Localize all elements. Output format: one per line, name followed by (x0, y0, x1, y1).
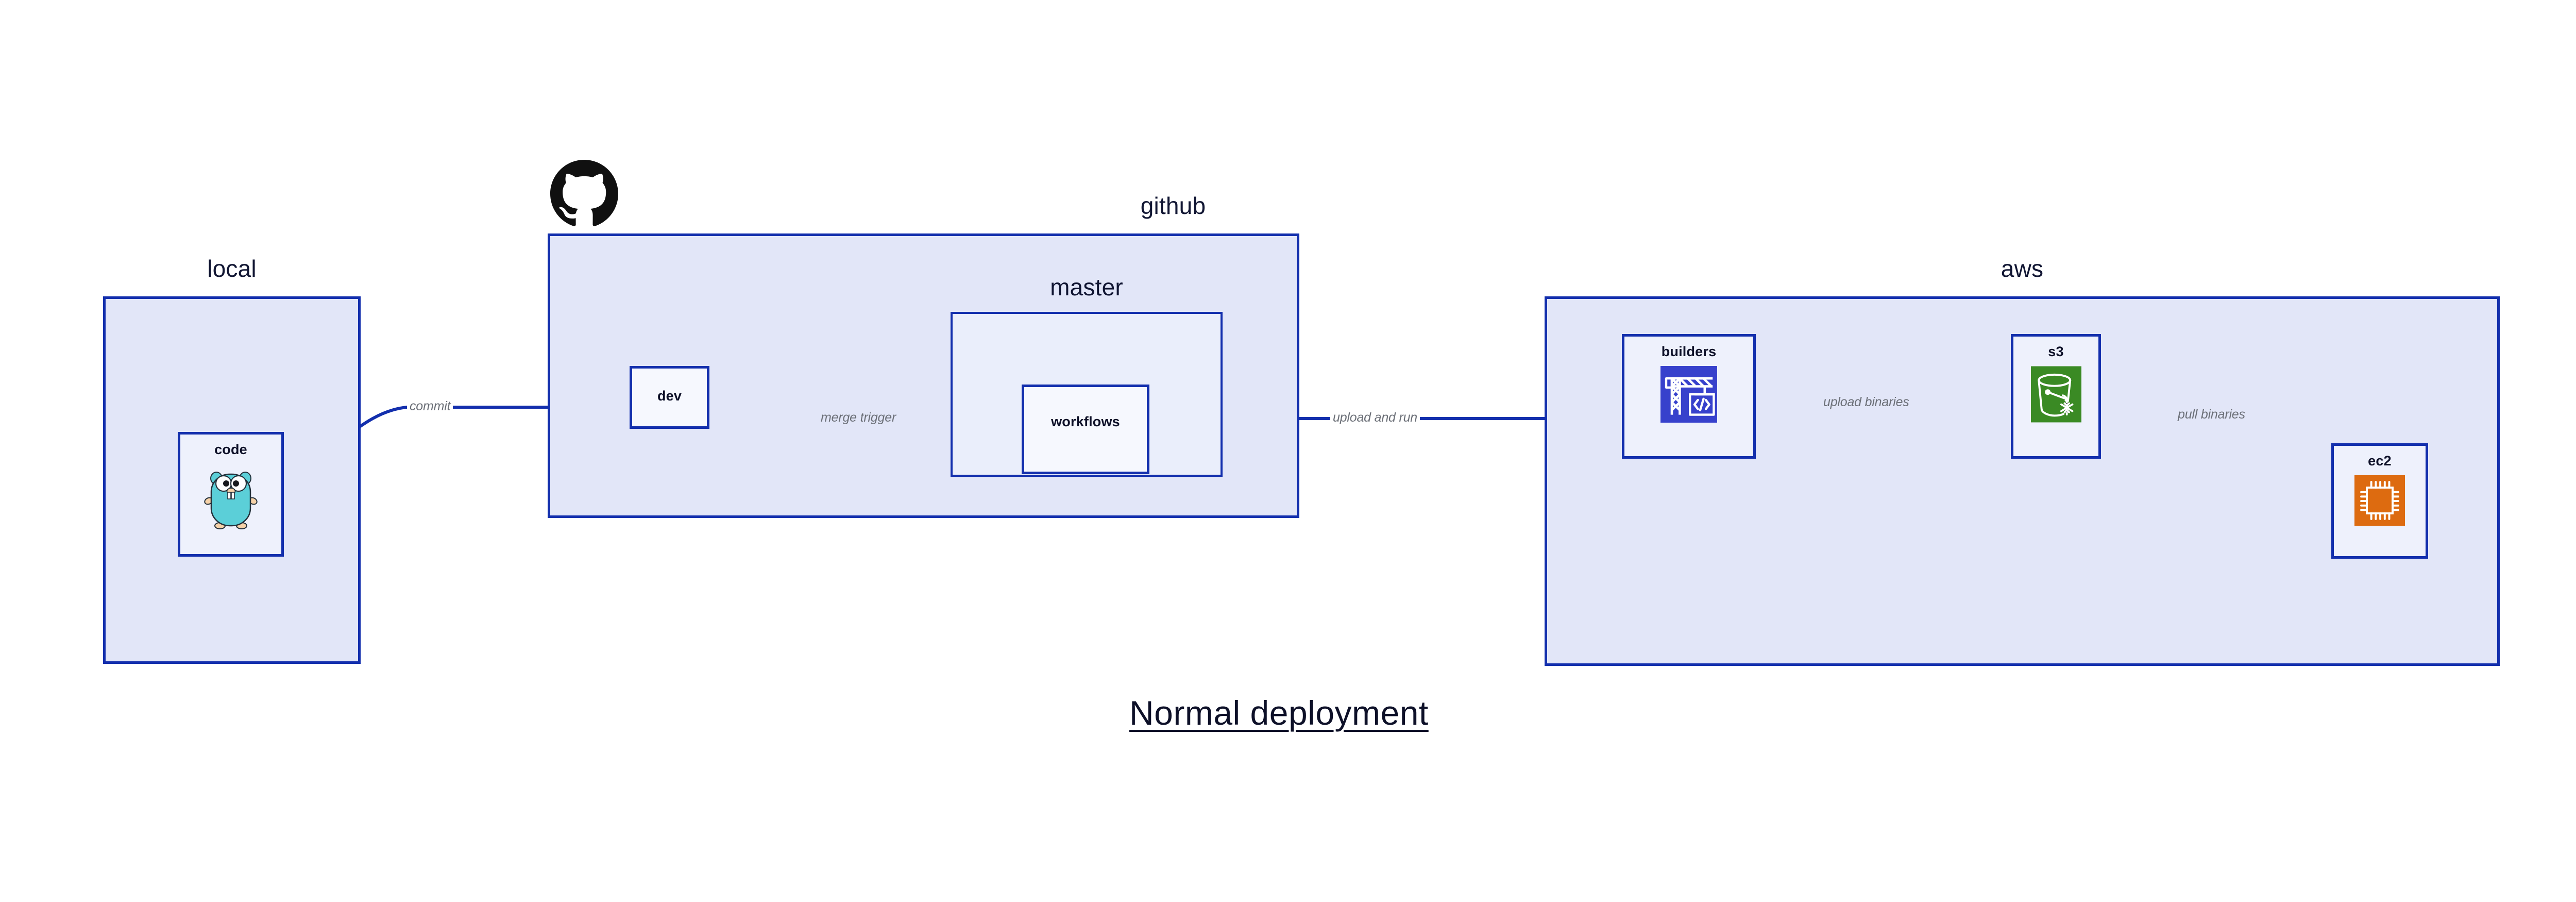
aws-ec2-chip-icon (2354, 475, 2405, 528)
aws-codebuild-crane-icon (1660, 366, 1717, 425)
github-octocat-icon (550, 160, 618, 230)
node-label-builders: builders (1661, 344, 1717, 359)
edge-label-upload-binaries: upload binaries (1821, 395, 1912, 410)
node-dev[interactable]: dev (630, 366, 709, 429)
node-label-s3: s3 (2048, 344, 2064, 359)
node-ec2[interactable]: ec2 (2331, 443, 2428, 559)
page-title: Normal deployment (1129, 694, 1429, 732)
edge-label-upload-and-run: upload and run (1330, 410, 1420, 425)
edge-label-pull-binaries: pull binaries (2175, 407, 2248, 422)
node-label-code: code (214, 442, 247, 457)
node-label-ec2: ec2 (2368, 453, 2392, 469)
group-label-local: local (207, 255, 257, 282)
node-code[interactable]: code (178, 432, 284, 557)
group-label-github: github (1140, 192, 1206, 219)
aws-s3-bucket-icon (2030, 366, 2081, 425)
edge-label-merge-trigger: merge trigger (818, 410, 899, 425)
node-s3[interactable]: s3 (2011, 334, 2101, 459)
node-builders[interactable]: builders (1622, 334, 1756, 459)
node-label-workflows: workflows (1051, 414, 1120, 429)
go-gopher-icon (202, 464, 259, 533)
group-label-aws: aws (2001, 255, 2044, 282)
node-workflows[interactable]: workflows (1022, 385, 1149, 474)
node-label-dev: dev (657, 388, 682, 404)
group-label-master: master (1050, 274, 1123, 300)
edge-label-commit: commit (407, 399, 453, 414)
